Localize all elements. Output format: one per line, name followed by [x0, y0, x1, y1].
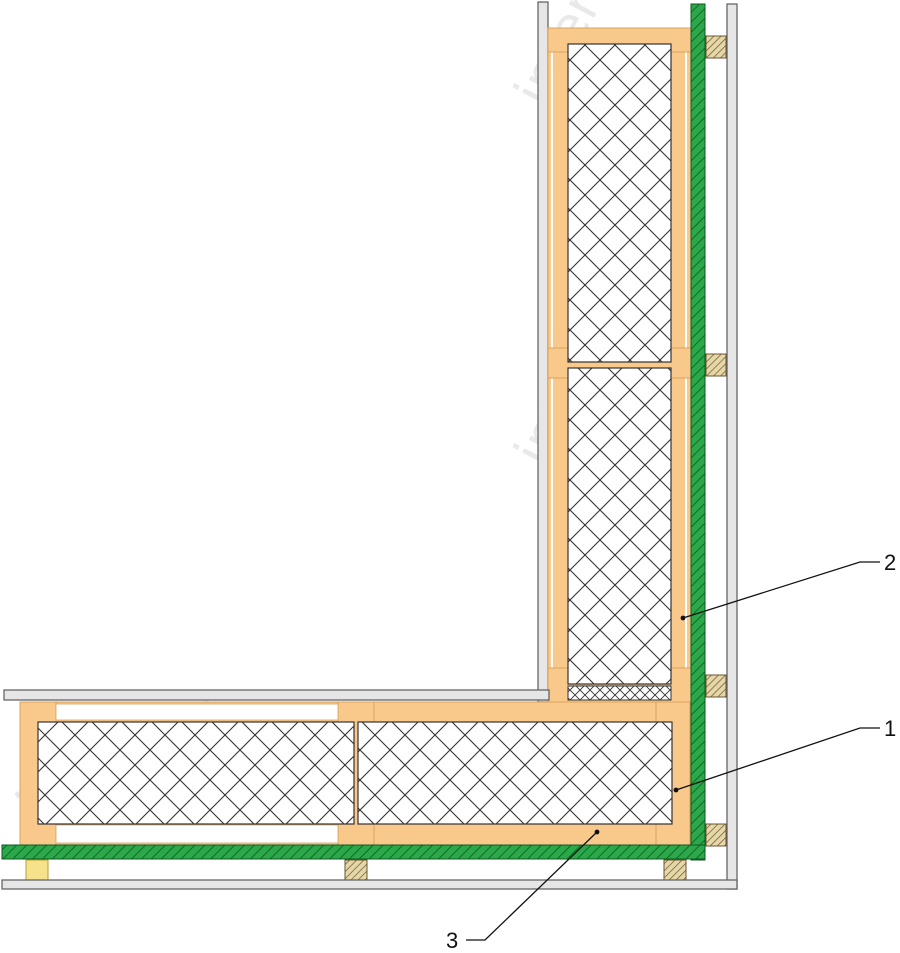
floor-bottom-board	[1, 879, 738, 890]
wall-inner-board	[537, 1, 549, 703]
callout-1-label: 1	[884, 716, 896, 741]
callout-3-label: 3	[446, 928, 458, 953]
wall-membrane	[690, 3, 706, 861]
floor-insulation-right	[357, 721, 673, 825]
callout-1: 1	[673, 716, 896, 793]
wall-batten-3	[705, 674, 727, 698]
wall-insulation-strip	[567, 685, 672, 701]
callout-3: 3	[446, 829, 600, 953]
floor-batten-2	[663, 859, 687, 881]
wall-insulation-upper	[567, 43, 672, 363]
wall-outer-cladding-board	[726, 3, 738, 890]
floor-top-board	[3, 689, 550, 701]
wall-batten-4	[705, 823, 727, 847]
floor-membrane	[1, 844, 706, 860]
wall-batten-2	[705, 353, 727, 377]
callout-2-label: 2	[884, 550, 896, 575]
floor-spacer	[25, 859, 49, 881]
floor-insulation-left	[37, 721, 355, 825]
wall-insulation-lower	[567, 367, 672, 685]
floor-batten-1	[344, 859, 368, 881]
wall-batten-1	[705, 35, 727, 59]
callout-2: 2	[680, 550, 896, 621]
